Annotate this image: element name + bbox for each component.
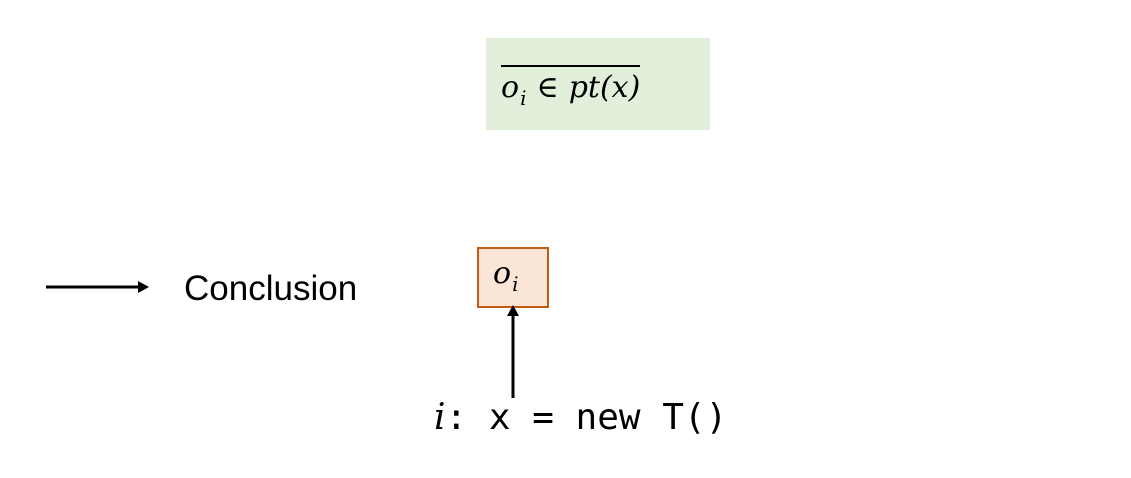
object-node-base: o bbox=[493, 256, 512, 291]
rule-object-sub: i bbox=[520, 86, 527, 110]
rule-conclusion: oi ∈ pt(x) bbox=[501, 65, 641, 110]
statement-label: i bbox=[434, 397, 446, 438]
object-node-label: oi bbox=[493, 256, 519, 297]
legend-label: Conclusion bbox=[184, 269, 358, 308]
rule-pointer-set: pt(x) bbox=[568, 70, 641, 105]
object-node-sub: i bbox=[512, 272, 519, 296]
inference-rule-box: oi ∈ pt(x) bbox=[486, 38, 710, 130]
allocation-statement: i: x = new T() bbox=[434, 395, 727, 441]
rule-relation: ∈ bbox=[536, 70, 559, 105]
pointer-arrow-icon bbox=[507, 305, 519, 398]
statement-code: : x = new T() bbox=[445, 397, 728, 438]
legend-arrow-icon bbox=[46, 281, 149, 293]
object-node: oi bbox=[477, 247, 549, 308]
rule-object-base: o bbox=[501, 70, 520, 105]
